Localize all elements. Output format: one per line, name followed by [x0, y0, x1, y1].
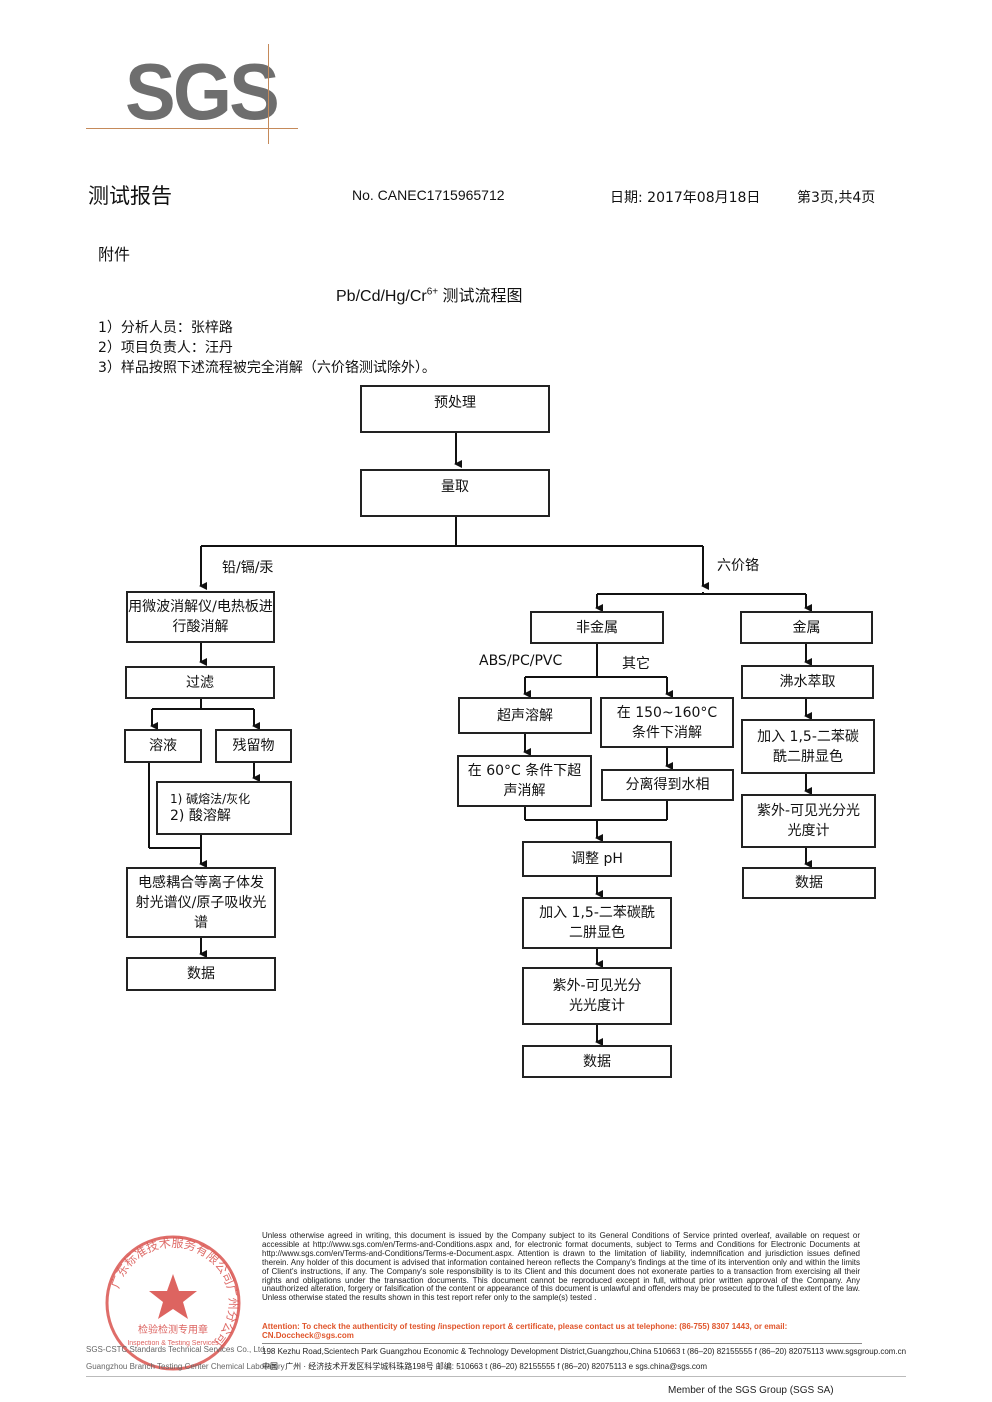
logo-rule-vertical	[268, 44, 269, 144]
step-uv-vis-metal: 紫外-可见光分光光度计	[741, 794, 876, 848]
address-english: 198 Kezhu Road,Scientech Park Guangzhou …	[262, 1347, 907, 1356]
step-separate-aqueous: 分离得到水相	[601, 769, 734, 801]
step-pretreatment: 预处理	[360, 385, 550, 433]
note-digestion: 3）样品按照下述流程被完全消解（六价铬测试除外）。	[98, 360, 436, 376]
step-metal: 金属	[740, 611, 873, 644]
step-data-middle: 数据	[522, 1045, 672, 1078]
legal-disclaimer: Unless otherwise agreed in writing, this…	[262, 1231, 860, 1303]
footer-bottom-rule	[86, 1376, 906, 1377]
sgs-group-member: Member of the SGS Group (SGS SA)	[668, 1385, 834, 1396]
step-residue: 残留物	[215, 729, 292, 763]
step-data-right: 数据	[742, 867, 876, 899]
step-boiling-water-extract: 沸水萃取	[741, 665, 874, 699]
address-chinese: 中国 · 广州 · 经济技术开发区科学城科珠路198号 邮编: 510663 t…	[262, 1362, 708, 1371]
lab-name-line-1: SGS-CSTC Standards Technical Services Co…	[86, 1345, 267, 1354]
branch-label-cr6: 六价铬	[717, 558, 759, 574]
report-title: 测试报告	[88, 184, 172, 208]
step-add-dpc-metal: 加入 1,5-二苯碳酰二肼显色	[741, 719, 875, 774]
step-ultrasonic-dissolve: 超声溶解	[458, 697, 592, 734]
residue-treatment-line-1: 1) 碱熔法/灰化	[170, 792, 251, 806]
page-number: 第3页,共4页	[797, 190, 876, 206]
logo-rule-horizontal	[86, 128, 298, 129]
step-acid-digestion: 用微波消解仪/电热板进行酸消解	[126, 591, 275, 643]
label-abs-pc-pvc: ABS/PC/PVC	[479, 653, 563, 669]
report-number: No. CANEC1715965712	[352, 187, 505, 203]
footer-divider	[262, 1343, 862, 1344]
step-filter: 过滤	[125, 666, 275, 699]
note-project-lead: 2）项目负责人：汪丹	[98, 340, 233, 356]
flowchart-title: Pb/Cd/Hg/Cr6+ 测试流程图	[336, 286, 523, 305]
step-weigh: 量取	[360, 469, 550, 517]
attachment-label: 附件	[98, 245, 131, 264]
authenticity-notice: Attention: To check the authenticity of …	[262, 1322, 788, 1340]
official-seal: 广东标准技术服务有限公司广州分公司 检验检测专用章 Inspection & T…	[105, 1235, 241, 1371]
step-data-left: 数据	[126, 957, 276, 991]
step-digest-150-160: 在 150~160°C 条件下消解	[600, 697, 734, 748]
step-add-dpc: 加入 1,5-二苯碳酰二肼显色	[522, 897, 672, 949]
residue-treatment-line-2: 2) 酸溶解	[170, 808, 231, 824]
step-uv-vis: 紫外-可见光分光光度计	[522, 967, 672, 1025]
step-residue-treatment: 1) 碱熔法/灰化 2) 酸溶解	[156, 781, 292, 835]
step-ultrasonic-60c: 在 60°C 条件下超声消解	[457, 755, 592, 807]
step-icp-aas: 电感耦合等离子体发射光谱仪/原子吸收光谱	[126, 867, 276, 938]
label-other: 其它	[622, 656, 650, 672]
step-adjust-ph: 调整 pH	[522, 841, 672, 877]
note-analyst: 1）分析人员：张梓路	[98, 320, 233, 336]
step-nonmetal: 非金属	[530, 611, 664, 644]
step-solution: 溶液	[124, 729, 202, 763]
svg-text:检验检测专用章: 检验检测专用章	[138, 1323, 208, 1336]
lab-name-line-2: Guangzhou Branch Testing Center Chemical…	[86, 1362, 285, 1371]
svg-text:Inspection & Testing Services: Inspection & Testing Services	[127, 1340, 219, 1347]
report-date: 日期: 2017年08月18日	[610, 190, 761, 206]
sgs-logo: SGS	[125, 47, 280, 136]
branch-label-pb-cd-hg: 铅/镉/汞	[222, 560, 274, 576]
